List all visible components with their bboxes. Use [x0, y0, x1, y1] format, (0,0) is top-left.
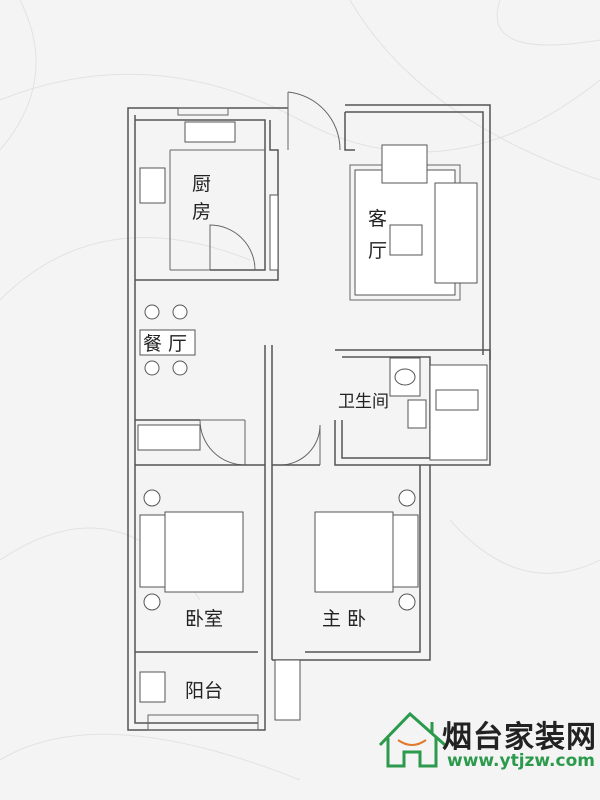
logo-name: 烟台家装网 [442, 720, 597, 755]
label-living-room-1: 客 [368, 208, 387, 230]
label-bathroom: 卫生间 [338, 392, 389, 412]
logo-house-icon [378, 711, 446, 768]
room-labels: 厨 房 客 厅 餐 厅 卫生间 卧室 主 卧 阳台 [143, 173, 389, 702]
label-kitchen-2: 房 [192, 201, 211, 223]
label-kitchen-1: 厨 [192, 173, 211, 195]
label-balcony: 阳台 [185, 680, 223, 702]
walls [127, 91, 491, 731]
label-dining-room: 餐 厅 [143, 333, 187, 355]
label-master-bedroom: 主 卧 [322, 608, 366, 630]
logo-url: www.ytjzw.com [447, 751, 595, 771]
label-bedroom: 卧室 [185, 608, 223, 630]
label-living-room-2: 厅 [368, 240, 387, 262]
